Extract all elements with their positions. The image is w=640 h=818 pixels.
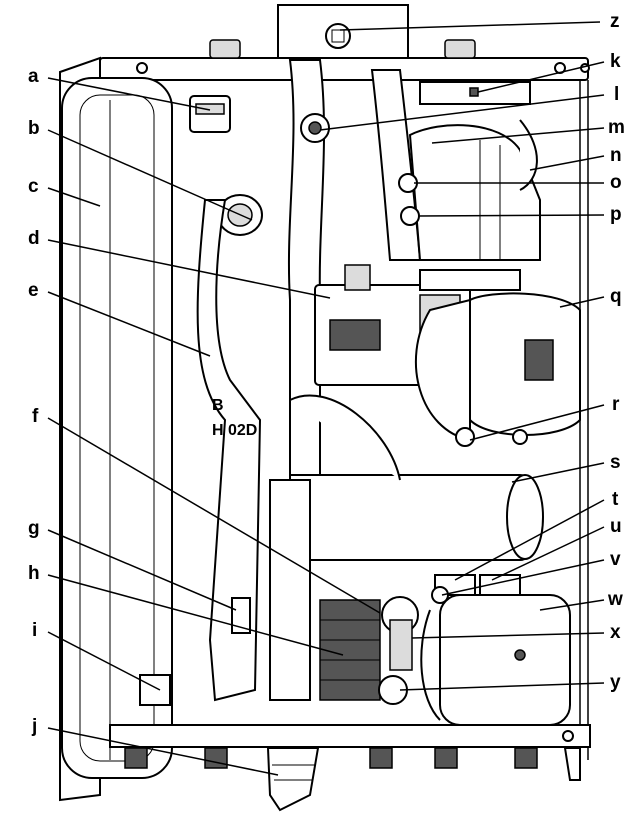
top-frame-bar (99, 57, 589, 81)
circulation-pump (439, 594, 571, 726)
label-r: r (612, 394, 620, 415)
leader-line-r (469, 404, 605, 441)
label-w: w (607, 589, 623, 610)
label-n: n (610, 145, 622, 166)
leader-line-l (319, 94, 605, 131)
label-a: a (28, 66, 39, 87)
leader-line-b (47, 129, 253, 221)
leader-line-x (411, 632, 605, 639)
label-j: j (31, 716, 37, 737)
leader-line-d (47, 239, 331, 299)
label-f: f (32, 406, 39, 427)
label-q: q (610, 286, 622, 307)
leader-line-n (529, 155, 605, 171)
label-e: e (28, 280, 39, 301)
left-labels: a b c d e f g h i j (28, 66, 40, 737)
fan-flange (419, 269, 521, 291)
body-text-line2: H 02D (212, 422, 257, 439)
label-d: d (28, 228, 40, 249)
label-o: o (610, 172, 622, 193)
leader-line-w (539, 599, 605, 611)
leader-line-h (47, 574, 344, 656)
leader-line-j (47, 727, 279, 776)
central-column (269, 479, 311, 701)
leader-line-k (477, 61, 605, 93)
leader-line-y (399, 682, 605, 691)
leader-line-s (511, 462, 605, 483)
flue-sensor (325, 23, 351, 49)
leader-line-c (47, 187, 101, 207)
pipe-n (519, 119, 538, 191)
expansion-vessel (61, 77, 173, 779)
label-b: b (28, 118, 40, 139)
label-y: y (610, 672, 621, 693)
label-s: s (610, 452, 621, 473)
bottom-frame-bar (109, 724, 591, 748)
leader-lines (47, 21, 605, 776)
fitting-v (431, 586, 449, 604)
return-pipe (196, 199, 262, 702)
electrode-p (400, 206, 420, 226)
leader-line-m (431, 127, 605, 144)
boiler-drawing: B H 02D (59, 4, 591, 812)
label-p: p (610, 204, 622, 225)
leader-line-u (491, 526, 605, 581)
plate-heat-exchanger (319, 599, 381, 701)
leader-line-g (47, 529, 237, 611)
leader-line-i (47, 631, 161, 691)
leader-line-p (417, 214, 605, 217)
valve-g (231, 597, 251, 634)
leader-line-z (339, 21, 601, 31)
leader-line-f (47, 417, 381, 614)
fitting-i (139, 674, 171, 706)
right-labels: z k l m n o p q r s t u v w x y (607, 11, 625, 693)
label-m: m (608, 117, 625, 138)
label-x: x (610, 622, 621, 643)
leader-line-q (559, 296, 605, 308)
leader-line-t (454, 499, 605, 581)
flue-pipe-s (289, 474, 540, 561)
drain-trap (266, 747, 320, 812)
fan-housing (408, 124, 541, 261)
label-k: k (610, 51, 621, 72)
leader-line-v (441, 559, 605, 596)
label-t: t (612, 489, 619, 510)
label-z: z (610, 11, 620, 32)
label-g: g (28, 518, 40, 539)
label-l: l (614, 84, 619, 105)
label-v: v (610, 549, 621, 570)
label-h: h (28, 563, 40, 584)
bracket-r (455, 427, 475, 447)
label-i: i (32, 620, 37, 641)
leader-line-a (47, 77, 211, 111)
label-c: c (28, 176, 39, 197)
body-text-line1: B (212, 397, 224, 414)
leader-line-e (47, 291, 211, 357)
label-u: u (610, 516, 622, 537)
